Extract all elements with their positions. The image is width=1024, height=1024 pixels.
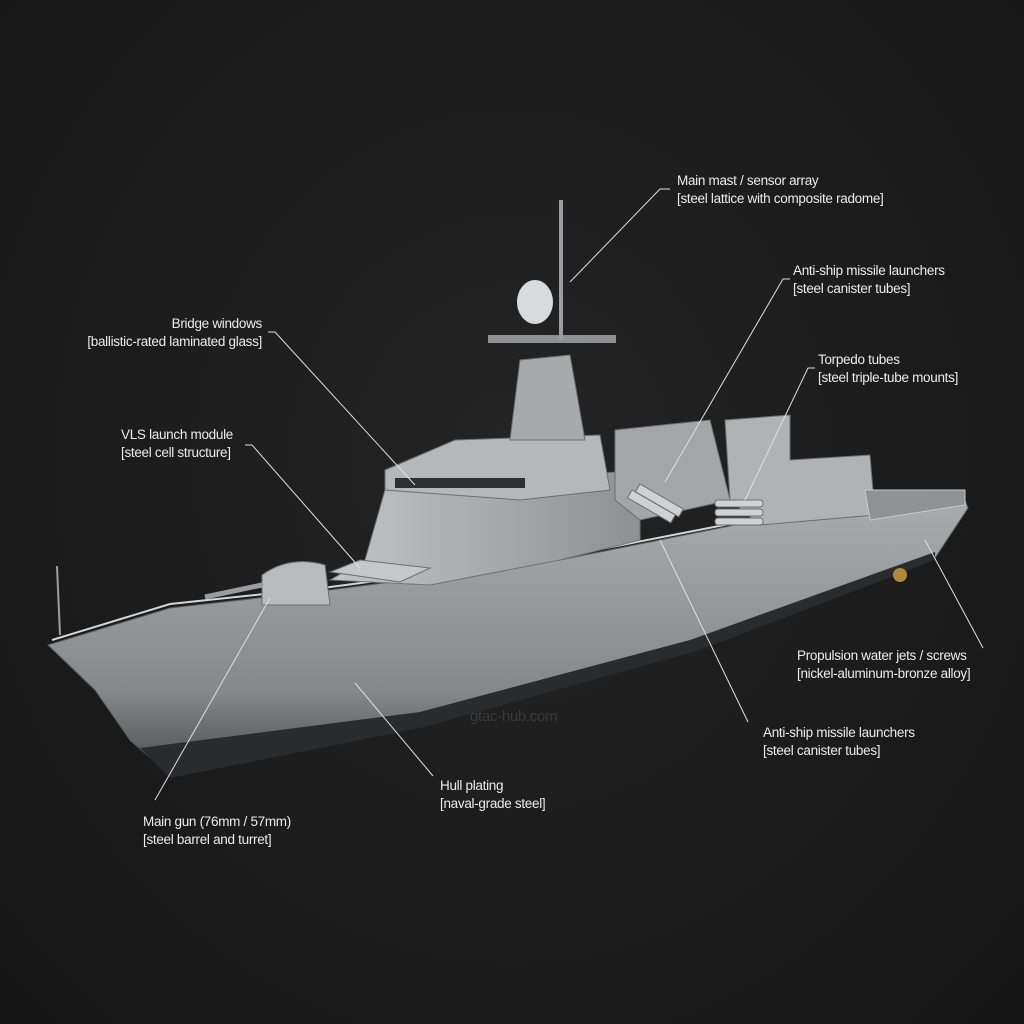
anti-ship-missile-canisters <box>626 483 684 524</box>
leader-anti-ship-upper <box>664 278 790 483</box>
leader-hull <box>354 682 434 777</box>
callout-material: [steel barrel and turret] <box>143 832 272 847</box>
main-gun-turret <box>261 561 331 606</box>
propeller <box>893 568 907 582</box>
callout-material: [steel lattice with composite radome] <box>677 191 884 206</box>
leader-torpedo <box>744 367 815 501</box>
callout-title: Propulsion water jets / screws <box>797 648 967 663</box>
vls-module <box>328 559 432 583</box>
watermark: gtac-hub.com <box>470 708 558 725</box>
callout-material: [steel cell structure] <box>121 445 231 460</box>
bow-jackstaff <box>56 565 61 636</box>
callout-hull: Hull plating [naval-grade steel] <box>440 777 546 813</box>
leader-main-mast <box>569 188 670 283</box>
callout-bridge: Bridge windows [ballistic-rated laminate… <box>87 315 262 351</box>
callout-anti-ship-upper: Anti-ship missile launchers [steel canis… <box>793 262 945 298</box>
callout-main-gun: Main gun (76mm / 57mm) [steel barrel and… <box>143 813 291 849</box>
callout-material: [nickel-aluminum-bronze alloy] <box>797 666 971 681</box>
leader-propulsion <box>924 539 984 649</box>
bridge-block <box>384 434 611 501</box>
leader-bridge <box>268 331 416 486</box>
leader-main-gun <box>154 597 271 801</box>
main-gun-barrel <box>204 582 263 600</box>
leader-vls <box>245 444 361 569</box>
mast-platform <box>488 335 616 343</box>
callout-title: Anti-ship missile launchers <box>793 263 945 278</box>
callout-main-mast: Main mast / sensor array [steel lattice … <box>677 172 884 208</box>
callout-material: [naval-grade steel] <box>440 796 546 811</box>
helicopter-deck <box>864 489 966 521</box>
callout-material: [steel canister tubes] <box>793 281 911 296</box>
callout-propulsion: Propulsion water jets / screws [nickel-a… <box>797 647 971 683</box>
callout-anti-ship-lower: Anti-ship missile launchers [steel canis… <box>763 724 915 760</box>
leader-anti-ship-lower <box>659 539 749 723</box>
callout-title: Main gun (76mm / 57mm) <box>143 814 291 829</box>
leader-lines <box>154 188 984 801</box>
callout-title: Hull plating <box>440 778 504 793</box>
callout-title: Anti-ship missile launchers <box>763 725 915 740</box>
mast-tower <box>509 354 586 441</box>
callout-material: [ballistic-rated laminated glass] <box>87 334 262 349</box>
callout-title: Bridge windows <box>171 316 263 331</box>
callout-material: [steel triple-tube mounts] <box>818 370 959 385</box>
callout-material: [steel canister tubes] <box>763 743 881 758</box>
torpedo-tubes <box>714 499 764 526</box>
callout-title: VLS launch module <box>121 427 233 442</box>
radome <box>517 280 553 324</box>
bridge-windows <box>395 478 525 488</box>
callout-vls: VLS launch module [steel cell structure] <box>121 426 233 462</box>
callout-title: Torpedo tubes <box>818 352 900 367</box>
hull-boot-stripe <box>140 552 935 778</box>
callout-title: Main mast / sensor array <box>677 173 819 188</box>
callout-torpedo: Torpedo tubes [steel triple-tube mounts] <box>818 351 958 387</box>
